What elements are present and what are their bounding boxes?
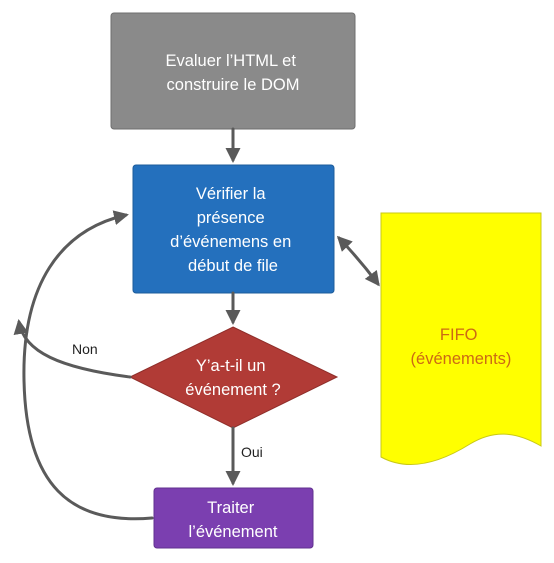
node-handle-event bbox=[153, 487, 314, 549]
node-check-queue-label: Vérifier la présence d’événemens en débu… bbox=[170, 185, 296, 275]
edge-no-loop bbox=[13, 319, 132, 379]
node-parse-html-line-2: construire le DOM bbox=[167, 76, 300, 94]
edge-label-yes: Oui bbox=[241, 444, 263, 460]
node-parse-html-label: Evaluer l’HTML et construire le DOM bbox=[165, 52, 300, 94]
node-parse-html-line-1: Evaluer l’HTML et bbox=[165, 52, 296, 70]
node-fifo-line-2: (événements) bbox=[411, 350, 512, 368]
node-handle-event-label: Traiter l’événement bbox=[189, 499, 278, 541]
node-decision-label: Y’a-t-il un événement ? bbox=[185, 357, 280, 399]
node-fifo-line-1: FIFO bbox=[440, 326, 478, 344]
node-check-queue-line-4: début de file bbox=[188, 257, 278, 275]
node-check-queue-line-2: présence bbox=[197, 209, 265, 227]
edge-handle-loop bbox=[22, 210, 154, 521]
node-parse-html bbox=[110, 12, 356, 130]
node-fifo-queue bbox=[380, 212, 542, 465]
node-check-queue-line-3: d’événemens en bbox=[170, 233, 291, 251]
node-decision-line-2: événement ? bbox=[185, 381, 280, 399]
edge-label-no: Non bbox=[72, 341, 98, 357]
node-fifo-label: FIFO (événements) bbox=[411, 326, 512, 368]
node-handle-event-line-2: l’événement bbox=[189, 523, 278, 541]
node-check-queue-line-1: Vérifier la bbox=[196, 185, 267, 203]
node-decision-line-1: Y’a-t-il un bbox=[196, 357, 266, 375]
node-handle-event-line-1: Traiter bbox=[207, 499, 255, 517]
edge-check-fifo bbox=[336, 235, 380, 287]
node-decision-diamond bbox=[128, 326, 339, 429]
